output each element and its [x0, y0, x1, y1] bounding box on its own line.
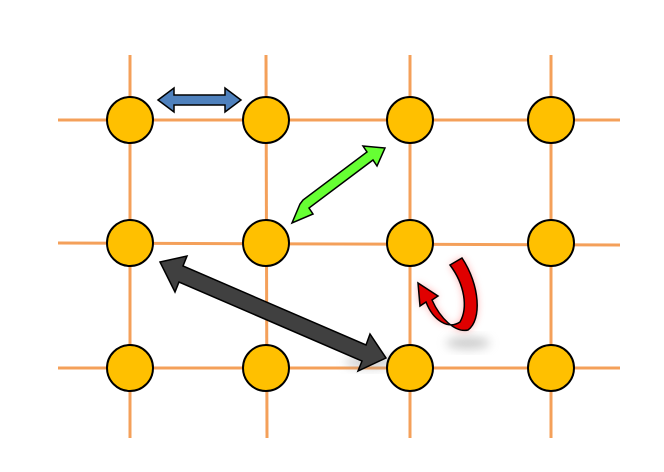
grid-node	[242, 96, 290, 144]
grid-node	[386, 96, 434, 144]
grid-node	[527, 344, 575, 392]
dark-double-arrow	[158, 254, 388, 373]
red-curved-arrow	[417, 256, 478, 332]
red-arrow-shadow	[446, 337, 490, 349]
blue-double-arrow	[156, 86, 243, 114]
grid-node	[106, 344, 154, 392]
nodes	[106, 96, 575, 392]
grid-node	[242, 344, 290, 392]
grid-node	[527, 219, 575, 267]
grid-node	[527, 96, 575, 144]
grid-node	[386, 344, 434, 392]
grid-node	[106, 96, 154, 144]
grid-node	[386, 219, 434, 267]
grid-node	[242, 219, 290, 267]
green-double-arrow	[290, 145, 387, 225]
grid-node	[106, 219, 154, 267]
arrows	[156, 86, 490, 373]
